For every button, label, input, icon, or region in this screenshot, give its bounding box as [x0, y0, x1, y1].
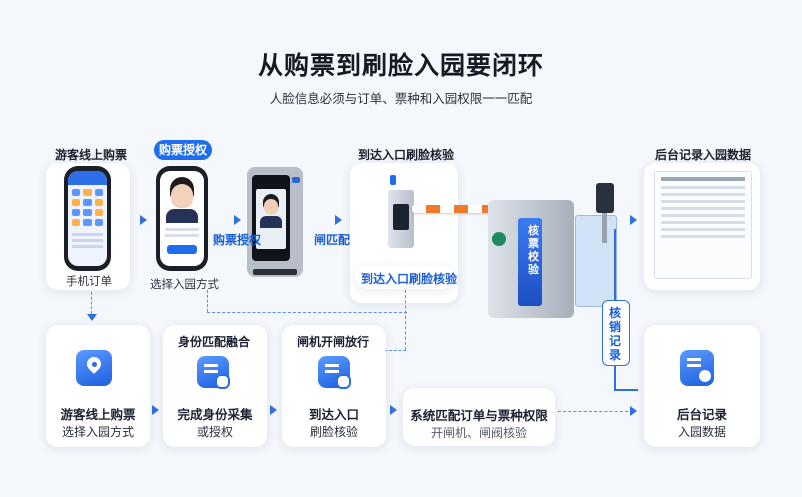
glass-panel [575, 215, 617, 307]
camera-icon [390, 175, 396, 185]
page-subtitle: 人脸信息必须与订单、票种和入园权限一一匹配 [269, 91, 533, 106]
id-document-icon [197, 356, 230, 389]
step6-title: 后台记录入园数据 [655, 148, 752, 162]
bottom-card-5-title: 后台记录 [676, 407, 727, 422]
scanner-post [602, 213, 607, 243]
arrow-icon [152, 405, 159, 415]
connector [405, 290, 406, 350]
arrow-icon [270, 405, 277, 415]
step1-caption: 手机订单 [66, 274, 112, 288]
arrow-icon [140, 215, 147, 225]
step5-caption-box [355, 265, 453, 289]
arrow-icon [335, 215, 342, 225]
auth-phone [156, 166, 208, 271]
step3-label: 购票授权 [213, 233, 262, 247]
purchase-auth-badge: 购票授权 [154, 140, 212, 160]
step4-label: 闸匹配 [314, 233, 351, 247]
face-icon [171, 184, 193, 208]
arrow-icon [87, 314, 97, 321]
speed-gate [488, 200, 574, 318]
connector [207, 312, 407, 313]
id-document-icon [318, 356, 351, 389]
bottom-card-2-sub: 或授权 [196, 425, 233, 439]
bottom-card-5-sub: 入园数据 [677, 425, 726, 439]
location-pin-icon [76, 350, 112, 386]
step2-caption: 选择入园方式 [150, 277, 219, 291]
bottom-card-3-sub: 刷脸核验 [309, 425, 358, 439]
connector [380, 350, 406, 351]
bottom-card-1-title: 游客线上购票 [60, 407, 136, 422]
step5-title: 到达入口刷脸核验 [358, 148, 455, 162]
document-record-icon [680, 350, 714, 386]
bottom-card-1-sub: 选择入园方式 [61, 425, 134, 439]
page-title: 从购票到刷脸入园要闭环 [257, 51, 544, 80]
bottom-card-4 [403, 388, 555, 446]
bottom-card-5 [644, 325, 760, 447]
step6-card [644, 163, 760, 290]
bottom-card-3-top: 闸机开闸放行 [297, 335, 370, 349]
bottom-card-3-title: 到达入口 [308, 407, 359, 422]
step5-caption: 到达入口刷脸核验 [361, 272, 458, 286]
connector [91, 292, 92, 314]
connector [558, 411, 628, 412]
step1-title: 游客线上购票 [55, 148, 128, 162]
bottom-card-1 [46, 325, 150, 447]
arrow-icon [630, 215, 637, 225]
order-phone [64, 166, 111, 271]
bottom-card-2-title: 完成身份采集 [177, 407, 253, 422]
gate-sign: 核票校验 [528, 224, 539, 276]
bottom-card-4-sub: 开闸机、闸阀核验 [430, 426, 527, 440]
side-label-box [602, 300, 630, 366]
return-line [614, 389, 638, 391]
bottom-card-2-top: 身份匹配融合 [178, 335, 251, 349]
gate-post [388, 190, 414, 248]
connector [207, 290, 208, 312]
bottom-card-4-title: 系统匹配订单与票种权限 [410, 408, 548, 423]
arrow-icon [234, 215, 241, 225]
arrow-icon [630, 406, 637, 416]
arrow-icon [390, 405, 397, 415]
face-terminal [247, 167, 303, 277]
scanner-terminal [596, 183, 614, 213]
side-label: 核销记录 [608, 306, 621, 362]
